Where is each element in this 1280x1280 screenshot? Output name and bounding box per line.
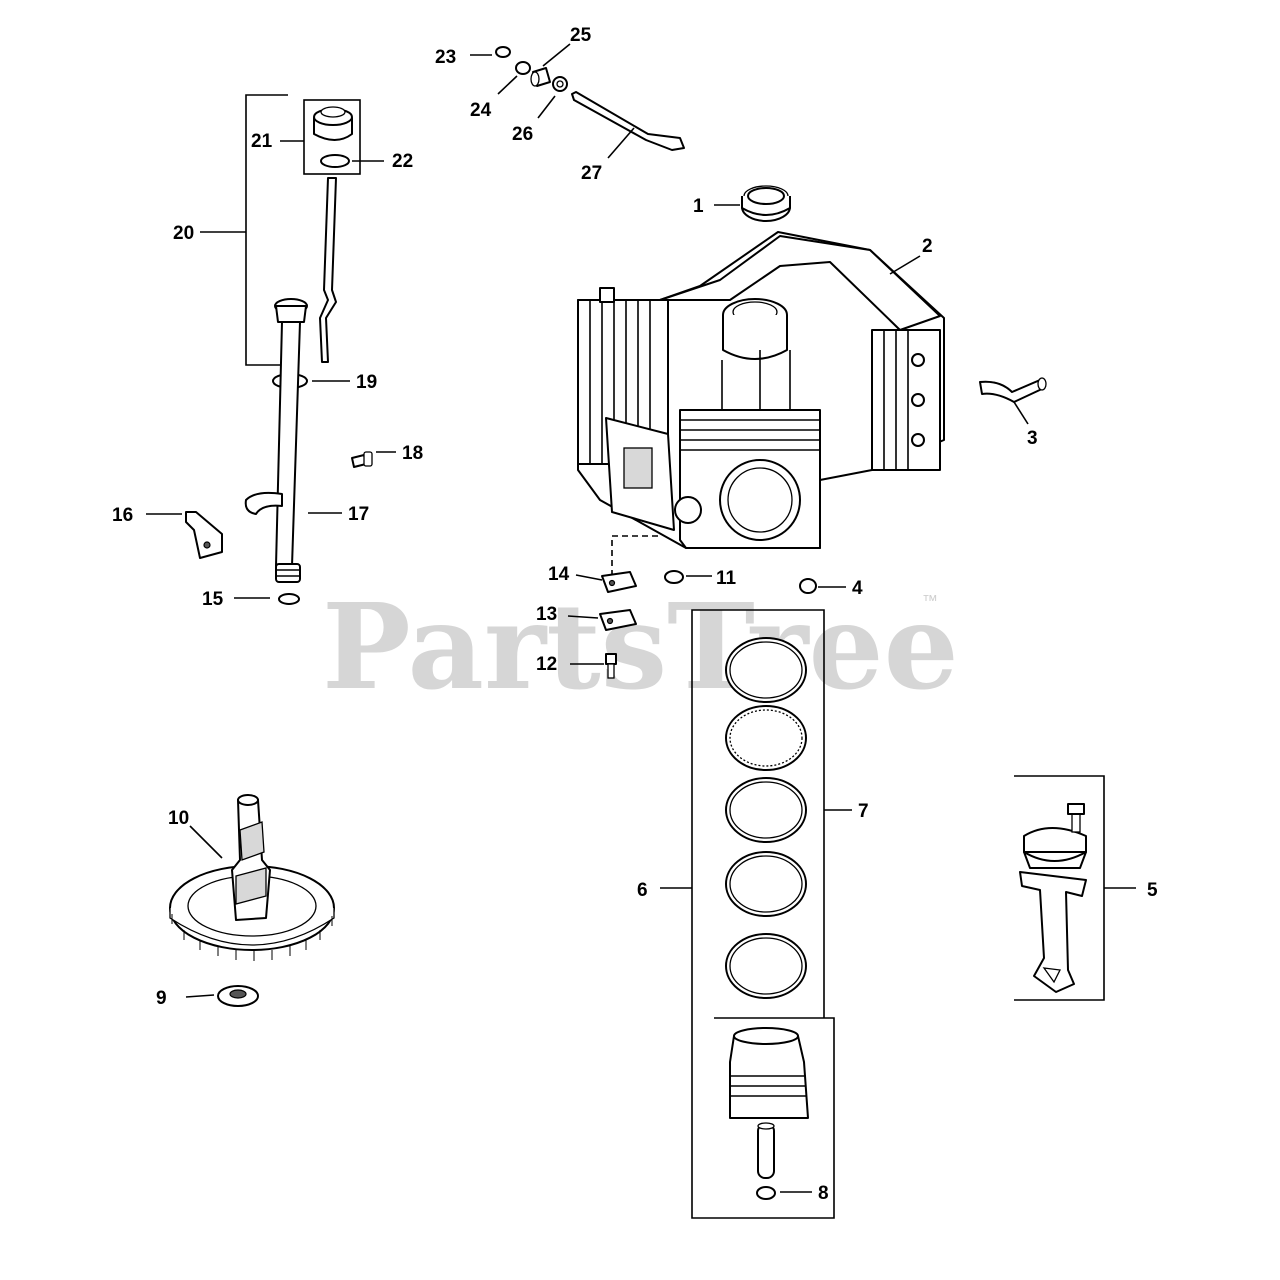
seal-part[interactable] [714, 185, 791, 222]
callout-23[interactable]: 23 [435, 47, 456, 68]
callout-8[interactable]: 8 [818, 1183, 829, 1204]
callout-15[interactable]: 15 [202, 589, 224, 610]
callout-2[interactable]: 2 [922, 236, 933, 257]
linkage-parts[interactable] [470, 43, 685, 159]
breather-hose-part[interactable] [979, 377, 1047, 425]
callout-21[interactable]: 21 [251, 131, 273, 152]
callout-6[interactable]: 6 [637, 880, 648, 901]
callout-25[interactable]: 25 [570, 25, 592, 46]
callout-11[interactable]: 11 [716, 568, 737, 589]
callout-24[interactable]: 24 [470, 100, 492, 121]
callout-10[interactable]: 10 [168, 808, 189, 829]
callout-27[interactable]: 27 [581, 163, 602, 184]
callout-19[interactable]: 19 [356, 372, 377, 393]
bracket-part[interactable] [146, 511, 223, 559]
callout-18[interactable]: 18 [402, 443, 423, 464]
piston-ring-group[interactable] [660, 609, 852, 1219]
dipstick-assembly[interactable] [200, 94, 384, 366]
callout-7[interactable]: 7 [858, 801, 869, 822]
callout-17[interactable]: 17 [348, 504, 369, 525]
callout-14[interactable]: 14 [548, 564, 570, 585]
callout-26[interactable]: 26 [512, 124, 533, 145]
watermark-trademark: ™ [922, 593, 938, 610]
callout-12[interactable]: 12 [536, 654, 557, 675]
small-fittings[interactable] [567, 535, 846, 679]
callout-5[interactable]: 5 [1147, 880, 1158, 901]
watermark-text: PartsTree [322, 577, 959, 716]
connecting-rod-part[interactable] [1014, 775, 1136, 1001]
camshaft-part[interactable] [169, 794, 335, 961]
screw-part[interactable] [351, 451, 396, 468]
callout-3[interactable]: 3 [1027, 428, 1038, 449]
small-o-ring-part[interactable] [234, 593, 300, 605]
callout-13[interactable]: 13 [536, 604, 557, 625]
watermark: PartsTree ™ [322, 577, 959, 716]
crankcase-part[interactable] [577, 231, 945, 549]
callout-20[interactable]: 20 [173, 223, 194, 244]
callout-22[interactable]: 22 [392, 151, 413, 172]
callout-1[interactable]: 1 [693, 196, 704, 217]
callout-9[interactable]: 9 [156, 988, 167, 1009]
callout-16[interactable]: 16 [112, 505, 133, 526]
callout-4[interactable]: 4 [852, 578, 863, 599]
dipstick-tube-part[interactable] [244, 298, 342, 583]
callout-labels: 1 2 3 4 5 6 7 8 9 10 11 12 13 14 15 16 1… [112, 25, 1158, 1204]
washer-part[interactable] [185, 985, 259, 1007]
